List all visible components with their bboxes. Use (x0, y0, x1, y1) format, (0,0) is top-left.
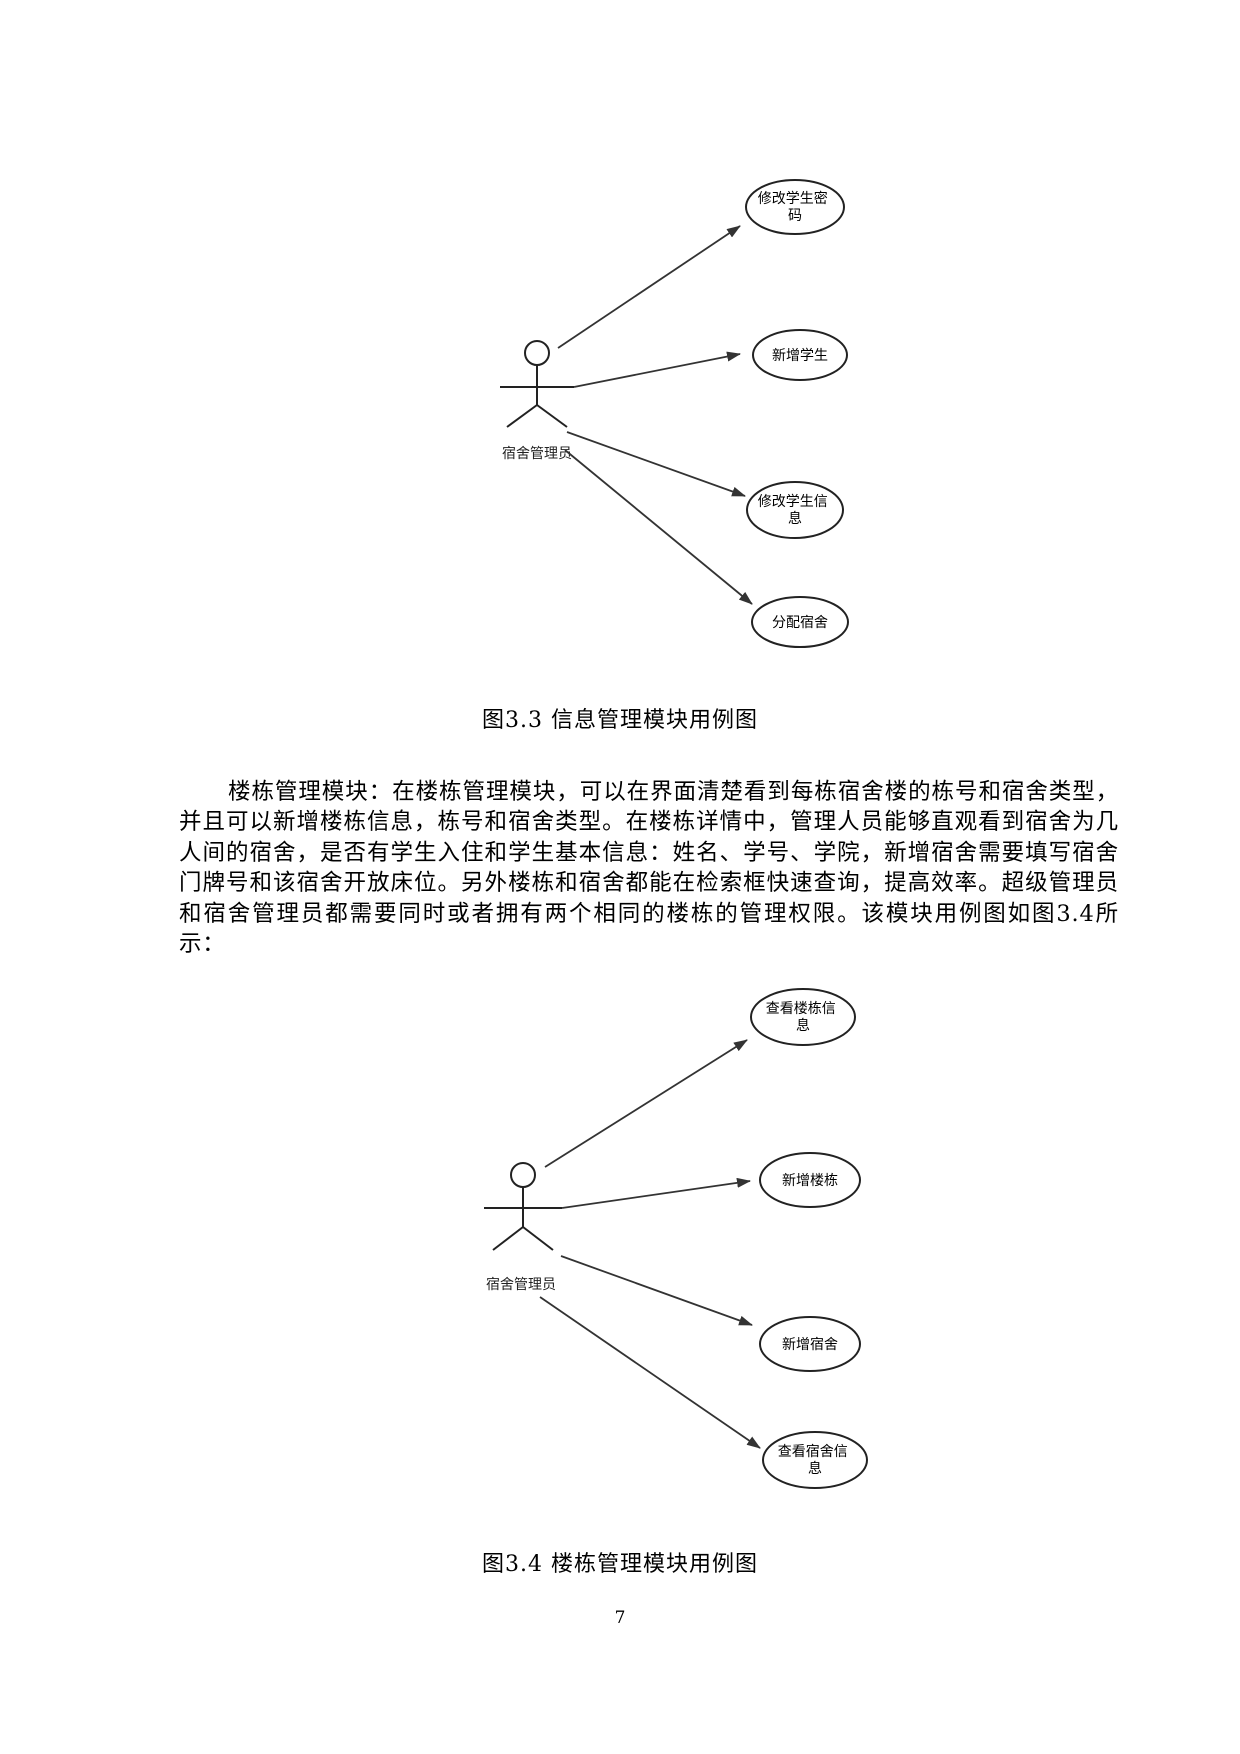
use-case-label: 分配宿舍 (772, 614, 828, 631)
use-case: 修改学生密 码 (745, 179, 845, 235)
use-case: 查看宿舍信 息 (762, 1431, 868, 1489)
use-case-diagram-info-management: 宿舍管理员 修改学生密 码 新增学生 修改学生信 息 (0, 0, 1240, 700)
actor-label: 宿舍管理员 (502, 445, 572, 462)
association-arrow (573, 351, 741, 388)
actor-stick-figure (484, 1162, 562, 1251)
use-case: 分配宿舍 (751, 596, 849, 648)
figure-caption: 图3.4 楼栋管理模块用例图 (482, 1552, 758, 1577)
svg-text:修改学生信 息: 修改学生信 息 (758, 494, 832, 527)
use-case: 查看楼栋信 息 (750, 988, 856, 1046)
use-case-label: 新增楼栋 (782, 1172, 838, 1189)
diagram-canvas: 宿舍管理员 查看楼栋信 息 新增楼栋 新增宿舍 查看宿舍信 息 (484, 988, 868, 1489)
svg-text:查看宿舍信 息: 查看宿舍信 息 (778, 1443, 852, 1477)
use-case: 新增楼栋 (759, 1152, 861, 1208)
use-case-diagram-building-management: 宿舍管理员 查看楼栋信 息 新增楼栋 新增宿舍 查看宿舍信 息 (0, 980, 1240, 1540)
association-arrow (544, 1039, 748, 1168)
use-case-label: 查看楼栋信 (766, 1000, 836, 1017)
association-arrow (557, 225, 741, 349)
use-case-label: 新增宿舍 (782, 1336, 838, 1353)
association-arrow (560, 1255, 753, 1326)
use-case-label: 码 (788, 208, 802, 224)
use-case: 新增宿舍 (759, 1316, 861, 1372)
page-number: 7 (614, 1608, 626, 1628)
actor-stick-figure (500, 340, 574, 428)
use-case-label: 查看宿舍信 (778, 1443, 848, 1460)
association-arrow (564, 449, 753, 605)
association-arrow (561, 1177, 751, 1209)
use-case: 新增学生 (752, 329, 848, 381)
use-case-label: 息 (808, 1460, 822, 1477)
svg-text:查看楼栋信 息: 查看楼栋信 息 (766, 1000, 840, 1034)
use-case-label: 修改学生密 (758, 190, 828, 207)
use-case-label: 息 (796, 1017, 810, 1034)
body-paragraph: 楼栋管理模块：在楼栋管理模块，可以在界面清楚看到每栋宿舍楼的栋号和宿舍类型，并且… (179, 779, 1119, 958)
svg-text:修改学生密 码: 修改学生密 码 (758, 190, 832, 224)
figure-caption: 图3.3 信息管理模块用例图 (482, 708, 758, 733)
use-case: 修改学生信 息 (746, 481, 844, 539)
use-case-label: 修改学生信 (758, 494, 828, 510)
actor-label: 宿舍管理员 (486, 1276, 556, 1293)
use-case-label: 新增学生 (772, 348, 828, 364)
use-case-label: 息 (788, 510, 802, 527)
association-arrow (539, 1296, 761, 1449)
association-arrow (566, 431, 746, 497)
diagram-canvas: 宿舍管理员 修改学生密 码 新增学生 修改学生信 息 (500, 179, 849, 648)
